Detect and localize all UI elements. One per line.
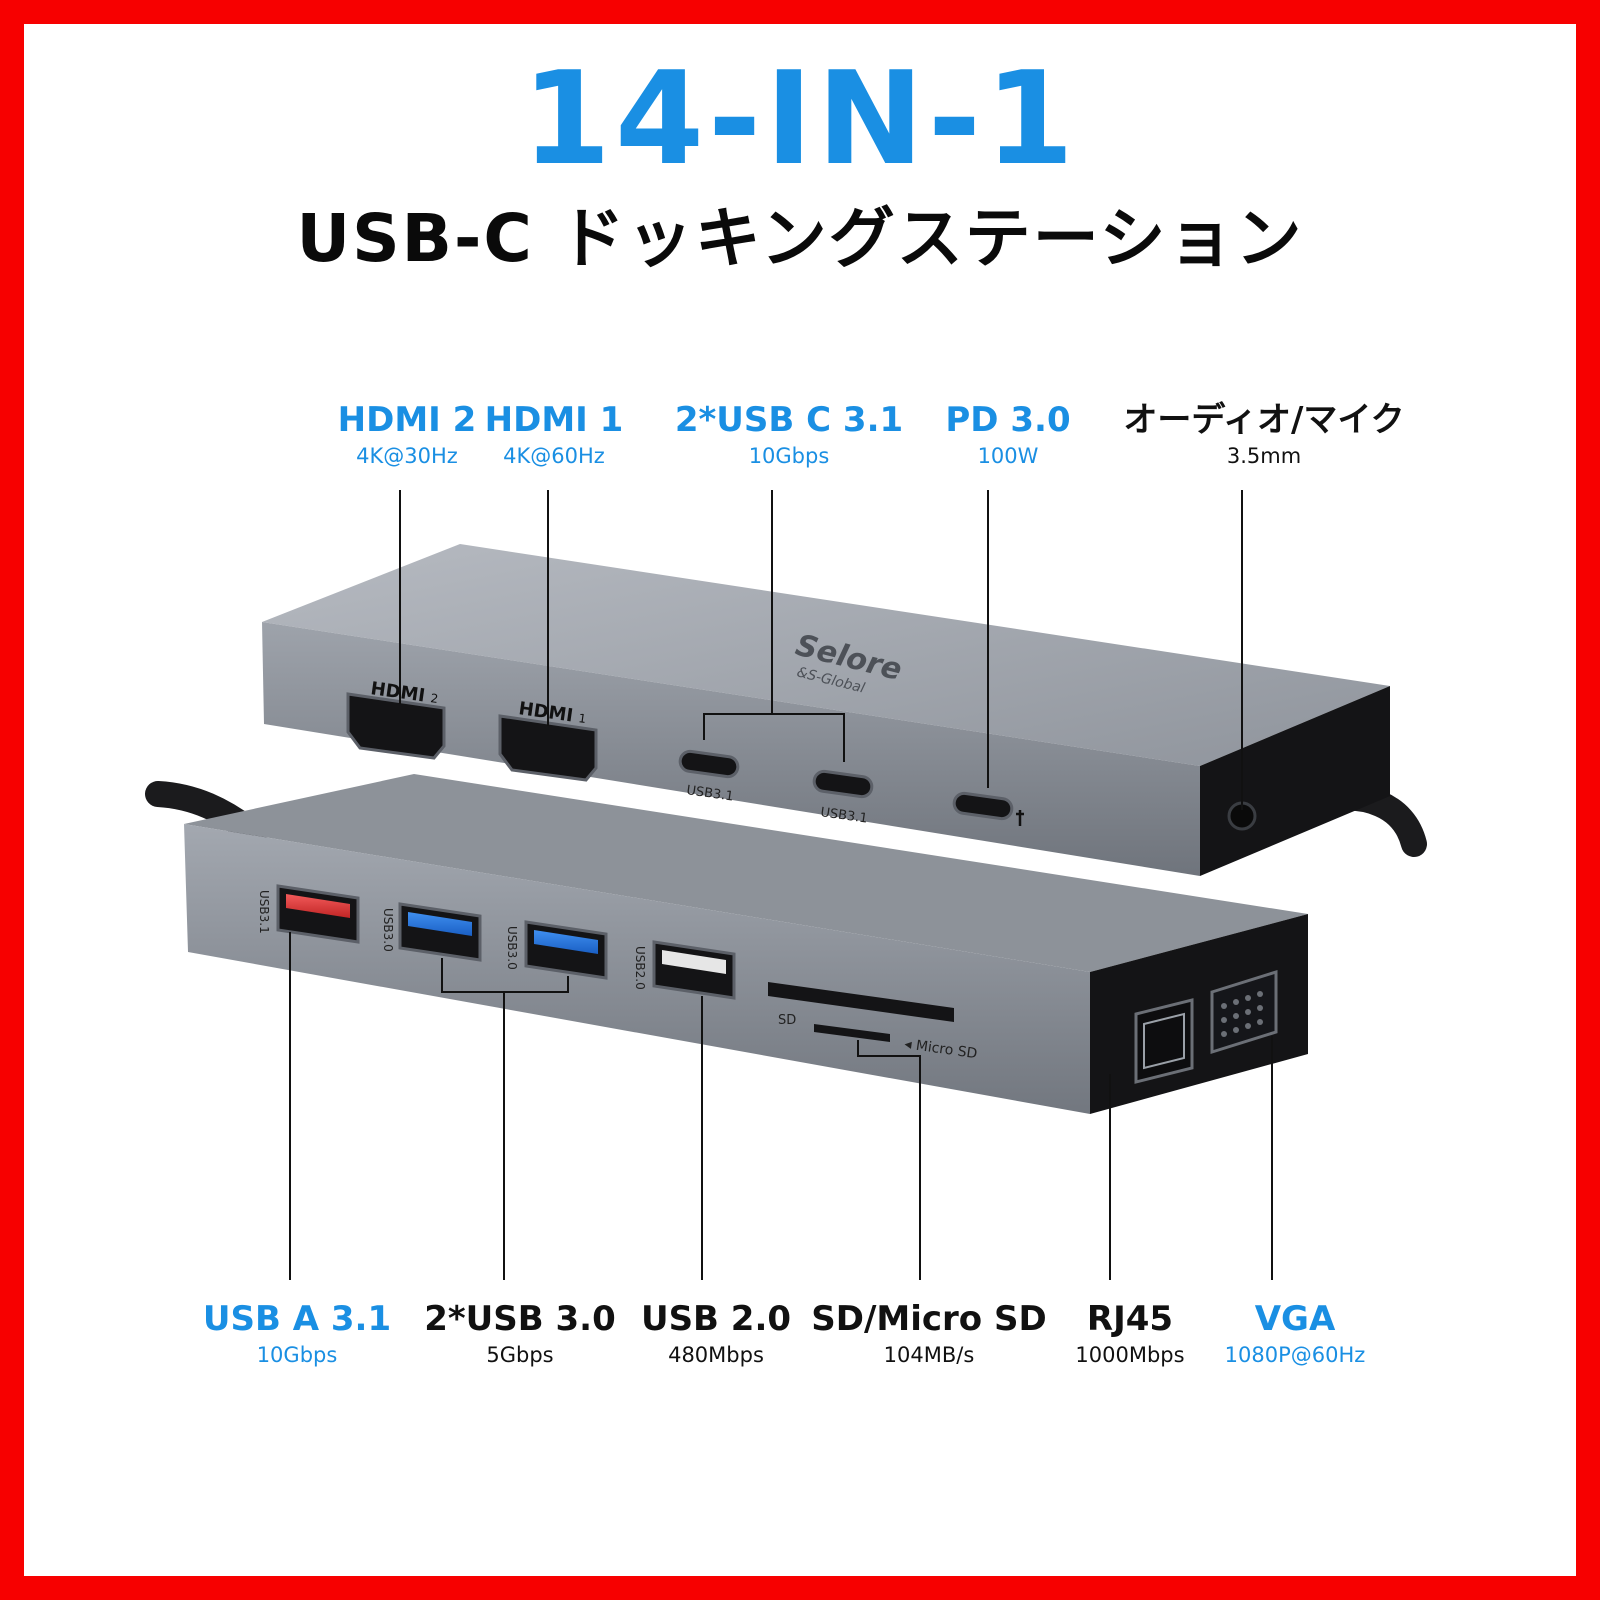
callout-audio-spec: 3.5mm (1226, 444, 1302, 468)
top-hub-lid (262, 544, 1390, 766)
usb20-label: USB2.0 (633, 946, 647, 990)
sd-slot[interactable] (768, 982, 954, 1022)
callout-hdmi2-spec: 4K@30Hz (356, 444, 458, 468)
callout-usb30-name: 2*USB 3.0 (424, 1299, 616, 1339)
power-plug-icon (1016, 810, 1024, 826)
callout-usba31: USB A 3.1 10Gbps (203, 1299, 391, 1369)
callout-pd-spec: 100W (977, 444, 1039, 468)
headline-title: 14-IN-1 (521, 45, 1079, 194)
usbc-port-1[interactable] (678, 749, 740, 779)
callout-sd-name: SD/Micro SD (811, 1299, 1047, 1339)
hdmi2-port[interactable] (346, 692, 446, 760)
callout-audio: オーディオ/マイク 3.5mm (1123, 400, 1404, 470)
callout-sd: SD/Micro SD 104MB/s (811, 1299, 1046, 1369)
docking-station-illustration: Selore &S-Global HDMI 2 HDMI 1 USB3.1 US… (145, 490, 1427, 1280)
rj45-port[interactable] (1134, 998, 1194, 1084)
callout-rj45-name: RJ45 (1086, 1299, 1174, 1339)
headline-subtitle: USB-C ドッキングステーション (296, 200, 1304, 277)
sd-label: SD (778, 1013, 796, 1028)
callout-usb20-spec: 480Mbps (668, 1343, 764, 1367)
vga-pins (1221, 991, 1263, 1037)
callout-usba31-spec: 10Gbps (256, 1343, 338, 1367)
usbc-2-label: USB3.1 (819, 805, 868, 826)
callout-hdmi1: HDMI 1 4K@60Hz (485, 400, 624, 470)
bottom-hub-lid (184, 774, 1308, 972)
hdmi2-index: 2 (430, 691, 440, 706)
usb30-2-tongue (534, 930, 598, 954)
pd-port[interactable] (952, 791, 1014, 821)
usb20-tongue (662, 950, 726, 974)
usb30-1-tongue (408, 912, 472, 936)
callout-sd-spec: 104MB/s (883, 1343, 975, 1367)
callout-hdmi1-spec: 4K@60Hz (503, 444, 605, 468)
hdmi1-index: 1 (578, 711, 588, 726)
bottom-hub-front (184, 824, 1090, 1114)
usba31-tongue (286, 894, 350, 918)
usbc-1-label: USB3.1 (685, 783, 734, 804)
usbc-port-2[interactable] (812, 769, 874, 799)
callout-pd: PD 3.0 100W (945, 400, 1070, 470)
callout-usbc-name: 2*USB C 3.1 (674, 400, 904, 440)
usb30-1-label: USB3.0 (381, 908, 395, 952)
bottom-hub-unit: USB3.1 USB3.0 USB3.0 USB2.0 SD ◂ Micro S… (184, 774, 1308, 1114)
callout-vga: VGA 1080P@60Hz (1225, 1299, 1366, 1369)
callout-rj45: RJ45 1000Mbps (1075, 1299, 1184, 1369)
callout-usba31-name: USB A 3.1 (202, 1299, 392, 1339)
callout-usb30-spec: 5Gbps (486, 1343, 554, 1367)
callout-rj45-spec: 1000Mbps (1075, 1343, 1185, 1367)
usb30-2-label: USB3.0 (505, 926, 519, 970)
rj45-contacts (1143, 1012, 1185, 1070)
callout-vga-spec: 1080P@60Hz (1224, 1343, 1366, 1367)
bottom-leader-lines (289, 932, 1273, 1280)
callout-hdmi2: HDMI 2 4K@30Hz (338, 400, 477, 470)
hdmi1-port[interactable] (498, 714, 598, 782)
top-leader-lines (399, 490, 1243, 810)
callout-audio-name: オーディオ/マイク (1123, 400, 1405, 440)
callout-usb20: USB 2.0 480Mbps (641, 1299, 791, 1369)
callout-hdmi2-name: HDMI 2 (337, 400, 477, 440)
callout-usbc: 2*USB C 3.1 10Gbps (675, 400, 903, 470)
callout-usb20-name: USB 2.0 (640, 1299, 792, 1339)
callout-vga-name: VGA (1254, 1299, 1336, 1339)
callout-usb30: 2*USB 3.0 5Gbps (424, 1299, 616, 1369)
callout-usbc-spec: 10Gbps (748, 444, 830, 468)
callout-hdmi1-name: HDMI 1 (484, 400, 624, 440)
callout-pd-name: PD 3.0 (945, 400, 1071, 440)
microsd-slot[interactable] (814, 1024, 890, 1042)
top-hub-unit: Selore &S-Global HDMI 2 HDMI 1 USB3.1 US… (262, 544, 1390, 876)
usba31-label: USB3.1 (257, 890, 271, 934)
